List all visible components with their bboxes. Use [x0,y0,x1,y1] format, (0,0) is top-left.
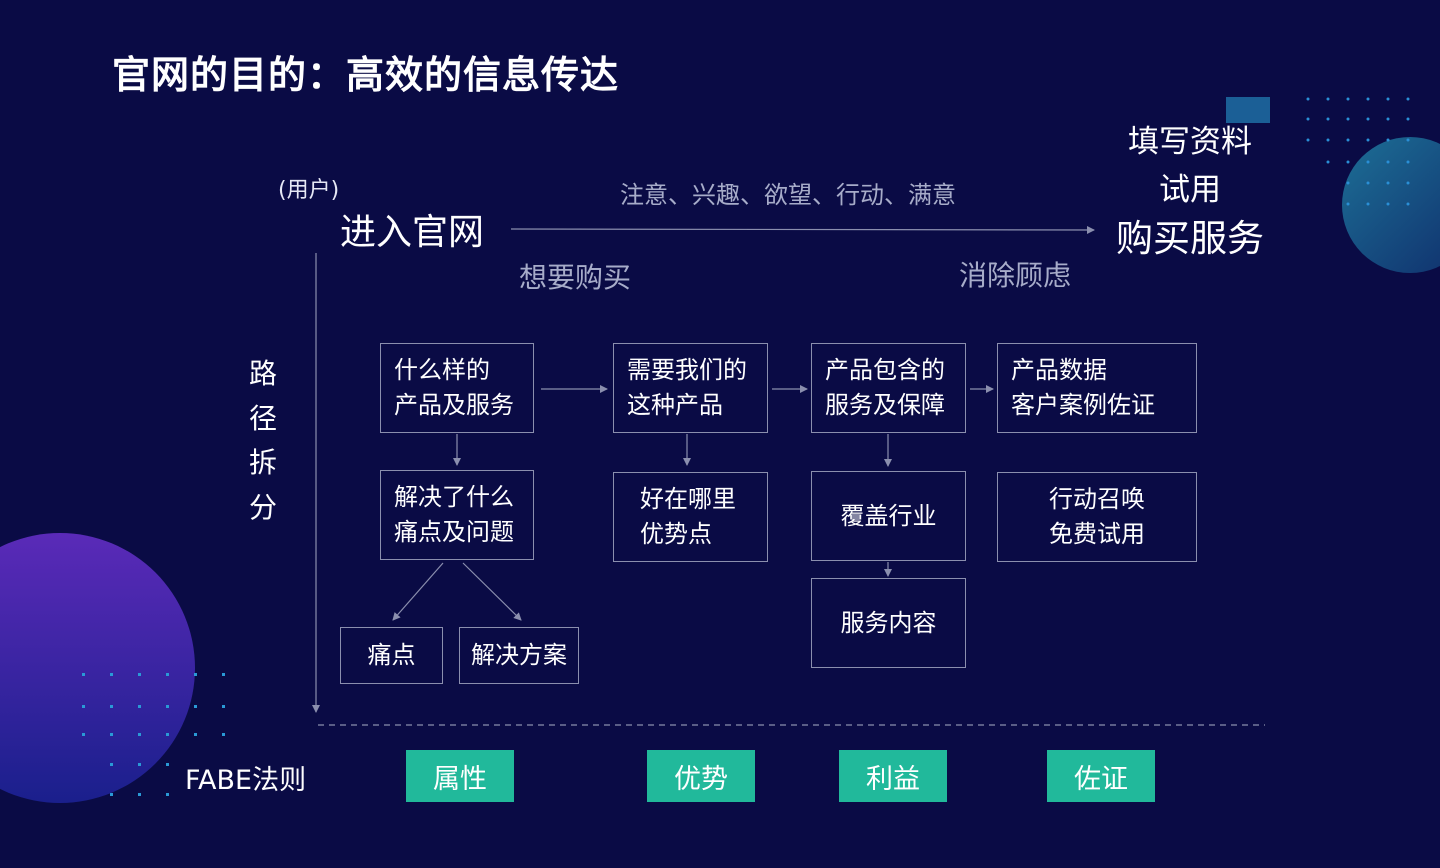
fabe-tag-evidence: 佐证 [1047,750,1155,802]
path-char: 路 [248,357,277,390]
fabe-tag-benefit: 利益 [839,750,947,802]
path-char: 分 [248,490,277,524]
arrow-to-pain [392,562,444,621]
box-needs-ours: 需要我们的 这种产品 [613,343,768,433]
box-what-product: 什么样的 产品及服务 [380,343,534,433]
arrow-to-solution [462,562,522,621]
fabe-tag-advantage: 优势 [647,750,755,802]
want-to-buy-label: 想要购买 [519,261,632,294]
user-label: (用户) [278,178,340,203]
page-title: 官网的目的：高效的信息传达 [112,53,620,97]
entry-label: 进入官网 [340,212,485,253]
fabe-label: FABE法则 [185,765,307,796]
path-split-label: 路 径 拆 分 [247,352,279,530]
dot-grid-left [82,673,225,796]
goal-line-1: 填写资料 [1128,124,1252,160]
box-solves: 解决了什么 痛点及问题 [380,470,534,560]
blue-square-decor [1226,97,1270,123]
remove-concerns-label: 消除顾虑 [959,259,1072,292]
purple-circle-decor [0,533,195,803]
box-solution: 解决方案 [459,627,579,684]
box-coverage: 覆盖行业 [811,471,966,561]
box-cta: 行动召唤 免费试用 [997,472,1197,562]
path-char: 径 [248,401,277,435]
box-data-cases: 产品数据 客户案例佐证 [997,343,1197,433]
main-flow-arrow [510,225,1095,234]
box-service-content: 服务内容 [811,578,966,668]
goal-line-3: 购买服务 [1116,217,1264,260]
goal-line-2: 试用 [1159,172,1221,208]
teal-circle-decor [1342,137,1440,273]
fabe-tag-feature: 属性 [406,750,514,802]
box-pain-points: 痛点 [340,627,443,684]
box-advantages: 好在哪里 优势点 [613,472,768,562]
dot-grid-right [1306,97,1410,206]
box-includes: 产品包含的 服务及保障 [811,343,966,433]
stages-label: 注意、兴趣、欲望、行动、满意 [620,181,956,209]
path-char: 拆 [248,446,277,479]
